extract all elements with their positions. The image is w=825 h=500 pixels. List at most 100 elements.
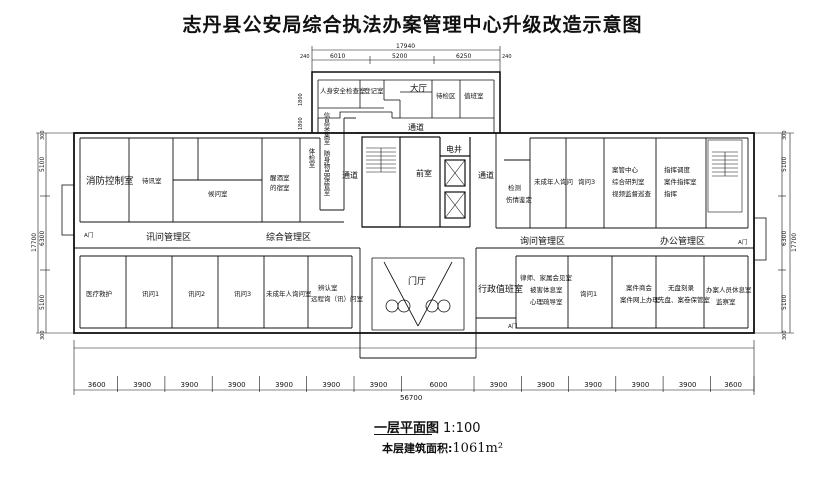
body-check-room: 体检室 [307, 147, 315, 168]
bottom-dim-label: 3900 [133, 381, 151, 389]
dim-left-seg1: 5100 [39, 157, 46, 172]
interrogate-2: 讯问2 [188, 290, 205, 298]
dim-top-seg2: 5200 [392, 53, 407, 60]
case-meeting-1: 案件商会 [626, 283, 653, 292]
lobby-top: 大厅 [410, 83, 428, 94]
bottom-dim-label: 3900 [679, 381, 697, 389]
lawyer-2: 被害体息室 [530, 285, 563, 294]
evidence-room: 随身物品保管室 [322, 149, 330, 196]
injury-room: 伤情鉴定 [506, 195, 533, 204]
bottom-dim-label: 3600 [88, 381, 106, 389]
bottom-dim-label: 3900 [181, 381, 199, 389]
minor-ask-bottom: 未成年人询问室 [266, 289, 312, 298]
dim-right-seg3: 5100 [781, 295, 788, 310]
bottom-dim-label: 3900 [322, 381, 340, 389]
minor-wait-room: 的宿室 [270, 183, 290, 192]
dim-right-seg2: 6300 [781, 231, 788, 246]
floor-area-value: 1061m² [452, 441, 504, 456]
plan-title-underline [374, 434, 432, 435]
inquiry-1: 询问1 [580, 289, 597, 298]
lawyer-3: 心理疏导室 [530, 297, 563, 306]
bottom-dim-label: 3900 [490, 381, 508, 389]
zone-office: 办公管理区 [660, 235, 705, 247]
bottom-dim-label: 3900 [370, 381, 388, 389]
evidence-store-2: 先盘、案卷保管室 [658, 295, 711, 304]
dim-top-seg3: 6250 [456, 53, 471, 60]
corridor-right: 通道 [478, 170, 494, 180]
bottom-dim-label: 6000 [430, 381, 448, 389]
register-room: 登记室 [364, 86, 384, 95]
recognition-1: 辨认室 [318, 283, 338, 292]
dim-top-side-left: 240 [300, 54, 310, 60]
mgmt-center-3: 视频监督巡查 [612, 189, 652, 198]
recognition-2: 远程询（讯）问室 [311, 294, 364, 303]
security-check-room: 人身安全检查室 [320, 86, 366, 95]
medical-room: 医疗救护 [86, 289, 112, 298]
info-collect-room: 信息采集室 [322, 111, 330, 145]
bottom-dimension-labels: 3600 3900 3900 3900 3900 3900 3900 6000 3900 3900… [88, 381, 742, 389]
evidence-store-1: 无盘刻录 [668, 283, 695, 292]
inquiry-3-top: 询问3 [578, 177, 595, 186]
interrogate-3: 讯问3 [234, 290, 251, 298]
wait-ask-room: 候问室 [208, 189, 228, 198]
electric-well: 电井 [446, 144, 462, 154]
admin-duty-room: 行政值班室 [478, 283, 523, 295]
page-title: 志丹县公安局综合执法办案管理中心升级改造示意图 [182, 14, 643, 36]
plan-title-text: 一层平面图 [374, 421, 440, 436]
corridor-left: 通道 [342, 170, 358, 180]
command-2: 案件指挥室 [664, 177, 697, 186]
dim-right-total: 17700 [791, 233, 798, 252]
dim-top-total: 17940 [396, 43, 415, 50]
lobby-gate: 门厅 [408, 275, 426, 287]
case-meeting-2: 案件网上办理 [620, 295, 660, 304]
dim-left-total: 17700 [31, 233, 38, 252]
bottom-dimension-ticks [117, 376, 755, 392]
lawyer-1: 律师、家属会见室 [520, 273, 573, 282]
bottom-dim-label: 3900 [228, 381, 246, 389]
dim-top-side-right: 240 [502, 54, 512, 60]
dim-right-small-top: 300 [782, 130, 788, 140]
front-room: 前室 [416, 168, 432, 178]
rest-room-2: 监察室 [716, 297, 736, 306]
fire-control-room: 消防控制室 [86, 175, 134, 187]
mgmt-center-2: 综合研判室 [612, 177, 645, 186]
dim-left-small-top: 300 [40, 130, 46, 140]
interrogate-1: 讯问1 [142, 290, 159, 298]
dim-left-small-bottom: 300 [40, 330, 46, 340]
bottom-dim-label: 3900 [275, 381, 293, 389]
rest-room-1: 办案人员休息室 [706, 285, 752, 294]
checkup-room: 检测 [508, 183, 522, 192]
dim-left-seg3: 5100 [39, 295, 46, 310]
minor-ask-top: 未成年人询问 [534, 177, 573, 186]
waiting-room-1: 待讯室 [142, 176, 162, 185]
waiting-check-area: 待检区 [436, 91, 456, 100]
plan-scale: 1:100 [443, 421, 481, 436]
zone-interrogation: 讯问管理区 [146, 231, 191, 243]
duty-room: 值班室 [464, 91, 484, 100]
dim-mid-a: 1800 [298, 93, 304, 106]
floor-area: 本层建筑面积:1061m² [382, 440, 503, 456]
bottom-dim-label: 3900 [537, 381, 555, 389]
sobering-room: 醒酒室 [270, 173, 290, 182]
zone-inquiry: 询问管理区 [520, 235, 565, 247]
dim-right-seg1: 5100 [781, 157, 788, 172]
zone-integrated: 综合管理区 [266, 231, 311, 243]
top-annex [311, 71, 501, 133]
door-a-right: A门 [738, 238, 747, 246]
bottom-dim-label: 3600 [724, 381, 742, 389]
dim-left-seg2: 6300 [39, 231, 46, 246]
bottom-dim-label: 3900 [632, 381, 650, 389]
mgmt-center-1: 案管中心 [612, 165, 639, 174]
command-1: 指挥调度 [664, 165, 691, 174]
command-3: 指挥 [664, 189, 678, 198]
dim-top-seg1: 6010 [330, 53, 345, 60]
door-a-lobby: A门 [508, 322, 517, 330]
dim-right-small-bottom: 300 [782, 330, 788, 340]
floor-area-label: 本层建筑面积: [382, 442, 453, 455]
dim-mid-b: 1800 [298, 117, 304, 130]
dim-bottom-total: 56700 [400, 394, 422, 402]
door-a-left: A门 [84, 231, 93, 239]
corridor-top: 通道 [408, 122, 424, 132]
